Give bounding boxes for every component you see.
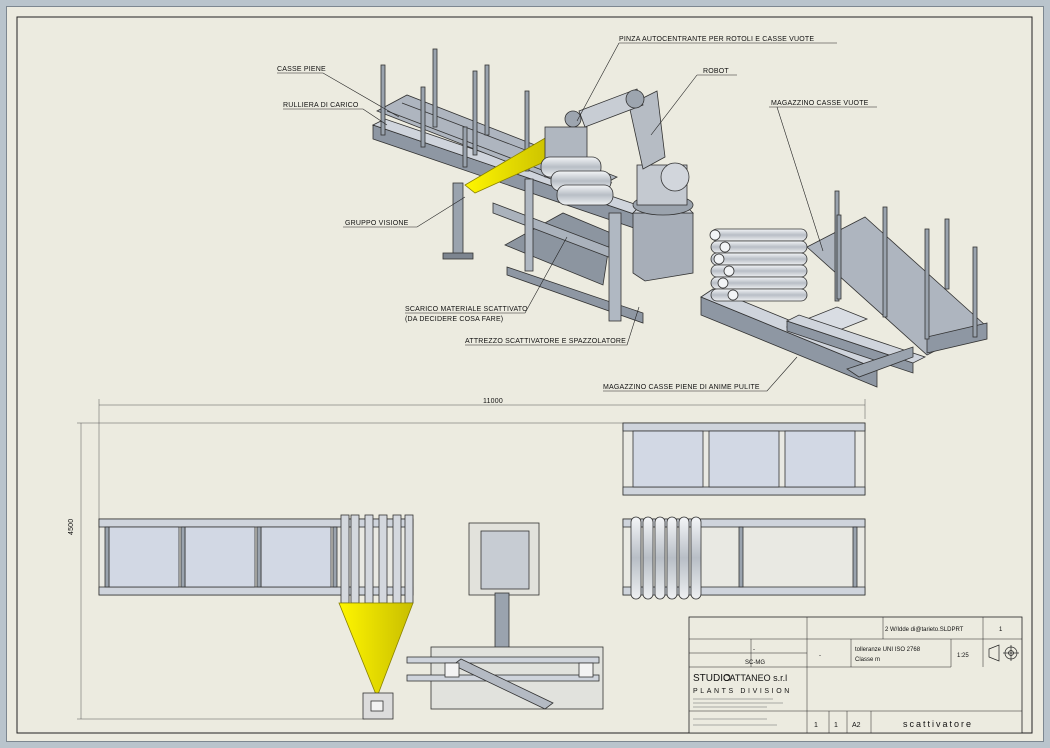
plan-view: 11000 4500 <box>68 398 866 720</box>
label-magazzino-vuote: MAGAZZINO CASSE VUOTE <box>771 100 869 107</box>
isometric-view <box>371 48 988 388</box>
plan-robot <box>468 522 540 669</box>
tb-page: 1 <box>999 627 1003 633</box>
label-pinza: PINZA AUTOCENTRANTE PER ROTOLI E CASSE V… <box>619 36 814 43</box>
label-magazzino-piene: MAGAZZINO CASSE PIENE DI ANIME PULITE <box>603 384 760 391</box>
plan-loading-conveyor <box>98 514 414 604</box>
tb-class: Classe m <box>855 657 880 663</box>
tb-sheets-total: 1 <box>834 722 838 729</box>
leader-lines <box>277 42 877 392</box>
label-rulliera: RULLIERA DI CARICO <box>283 102 359 109</box>
dim-width: 11000 <box>483 398 503 405</box>
label-robot: ROBOT <box>703 68 729 75</box>
loading-conveyor <box>371 48 651 260</box>
full-box-magazine <box>785 314 927 378</box>
plan-scattivatore <box>406 646 604 710</box>
label-scarico-line2: (DA DECIDERE COSA FARE) <box>405 316 503 323</box>
tb-format: A2 <box>852 722 861 729</box>
plan-empty-magazine <box>622 422 866 496</box>
plan-full-magazine <box>622 516 866 600</box>
label-casse-piene: CASSE PIENE <box>277 66 326 73</box>
callout-labels: CASSE PIENE RULLIERA DI CARICO PINZA AUT… <box>277 36 869 391</box>
tb-drawing-title: scattivatore <box>903 719 973 729</box>
robot <box>540 88 694 282</box>
roll-stack <box>709 228 808 302</box>
plan-vision-cone <box>338 602 414 699</box>
dim-height: 4500 <box>68 519 75 535</box>
tb-file-ref: 2 W/Idde di@tarieto.SLDPRT <box>885 627 964 633</box>
empty-box-magazine <box>700 190 988 388</box>
label-gruppo-visione: GRUPPO VISIONE <box>345 220 409 227</box>
scattivatore-tool <box>492 178 644 324</box>
tb-tolerance: tolleranze UNI ISO 2768 <box>855 647 921 653</box>
label-attrezzo: ATTREZZO SCATTIVATORE E SPAZZOLATORE <box>465 338 626 345</box>
drawing-canvas: CASSE PIENE RULLIERA DI CARICO PINZA AUT… <box>16 16 1033 734</box>
tb-sheet-number: 1 <box>814 722 818 729</box>
title-block: 2 W/Idde di@tarieto.SLDPRT 1 tolleranze … <box>688 616 1023 734</box>
dimension-lines <box>77 399 866 720</box>
inner-border <box>16 16 1033 734</box>
tb-division: PLANTS DIVISION <box>693 688 792 695</box>
drawing-sheet: CASSE PIENE RULLIERA DI CARICO PINZA AUT… <box>6 6 1044 742</box>
tb-sheet-code: SC-MG <box>745 660 765 666</box>
tb-dash-2: - <box>819 653 821 659</box>
tb-company-line2: CATTANEO s.r.l <box>723 673 787 683</box>
label-scarico-line1: SCARICO MATERIALE SCATTIVATO <box>405 306 528 313</box>
projection-symbol-icon <box>988 644 1019 662</box>
tb-fine-print <box>693 698 783 726</box>
tb-dash: - <box>753 647 755 653</box>
tb-scale: 1:25 <box>957 653 969 659</box>
tb-company-line1: STUDIO <box>693 673 731 684</box>
